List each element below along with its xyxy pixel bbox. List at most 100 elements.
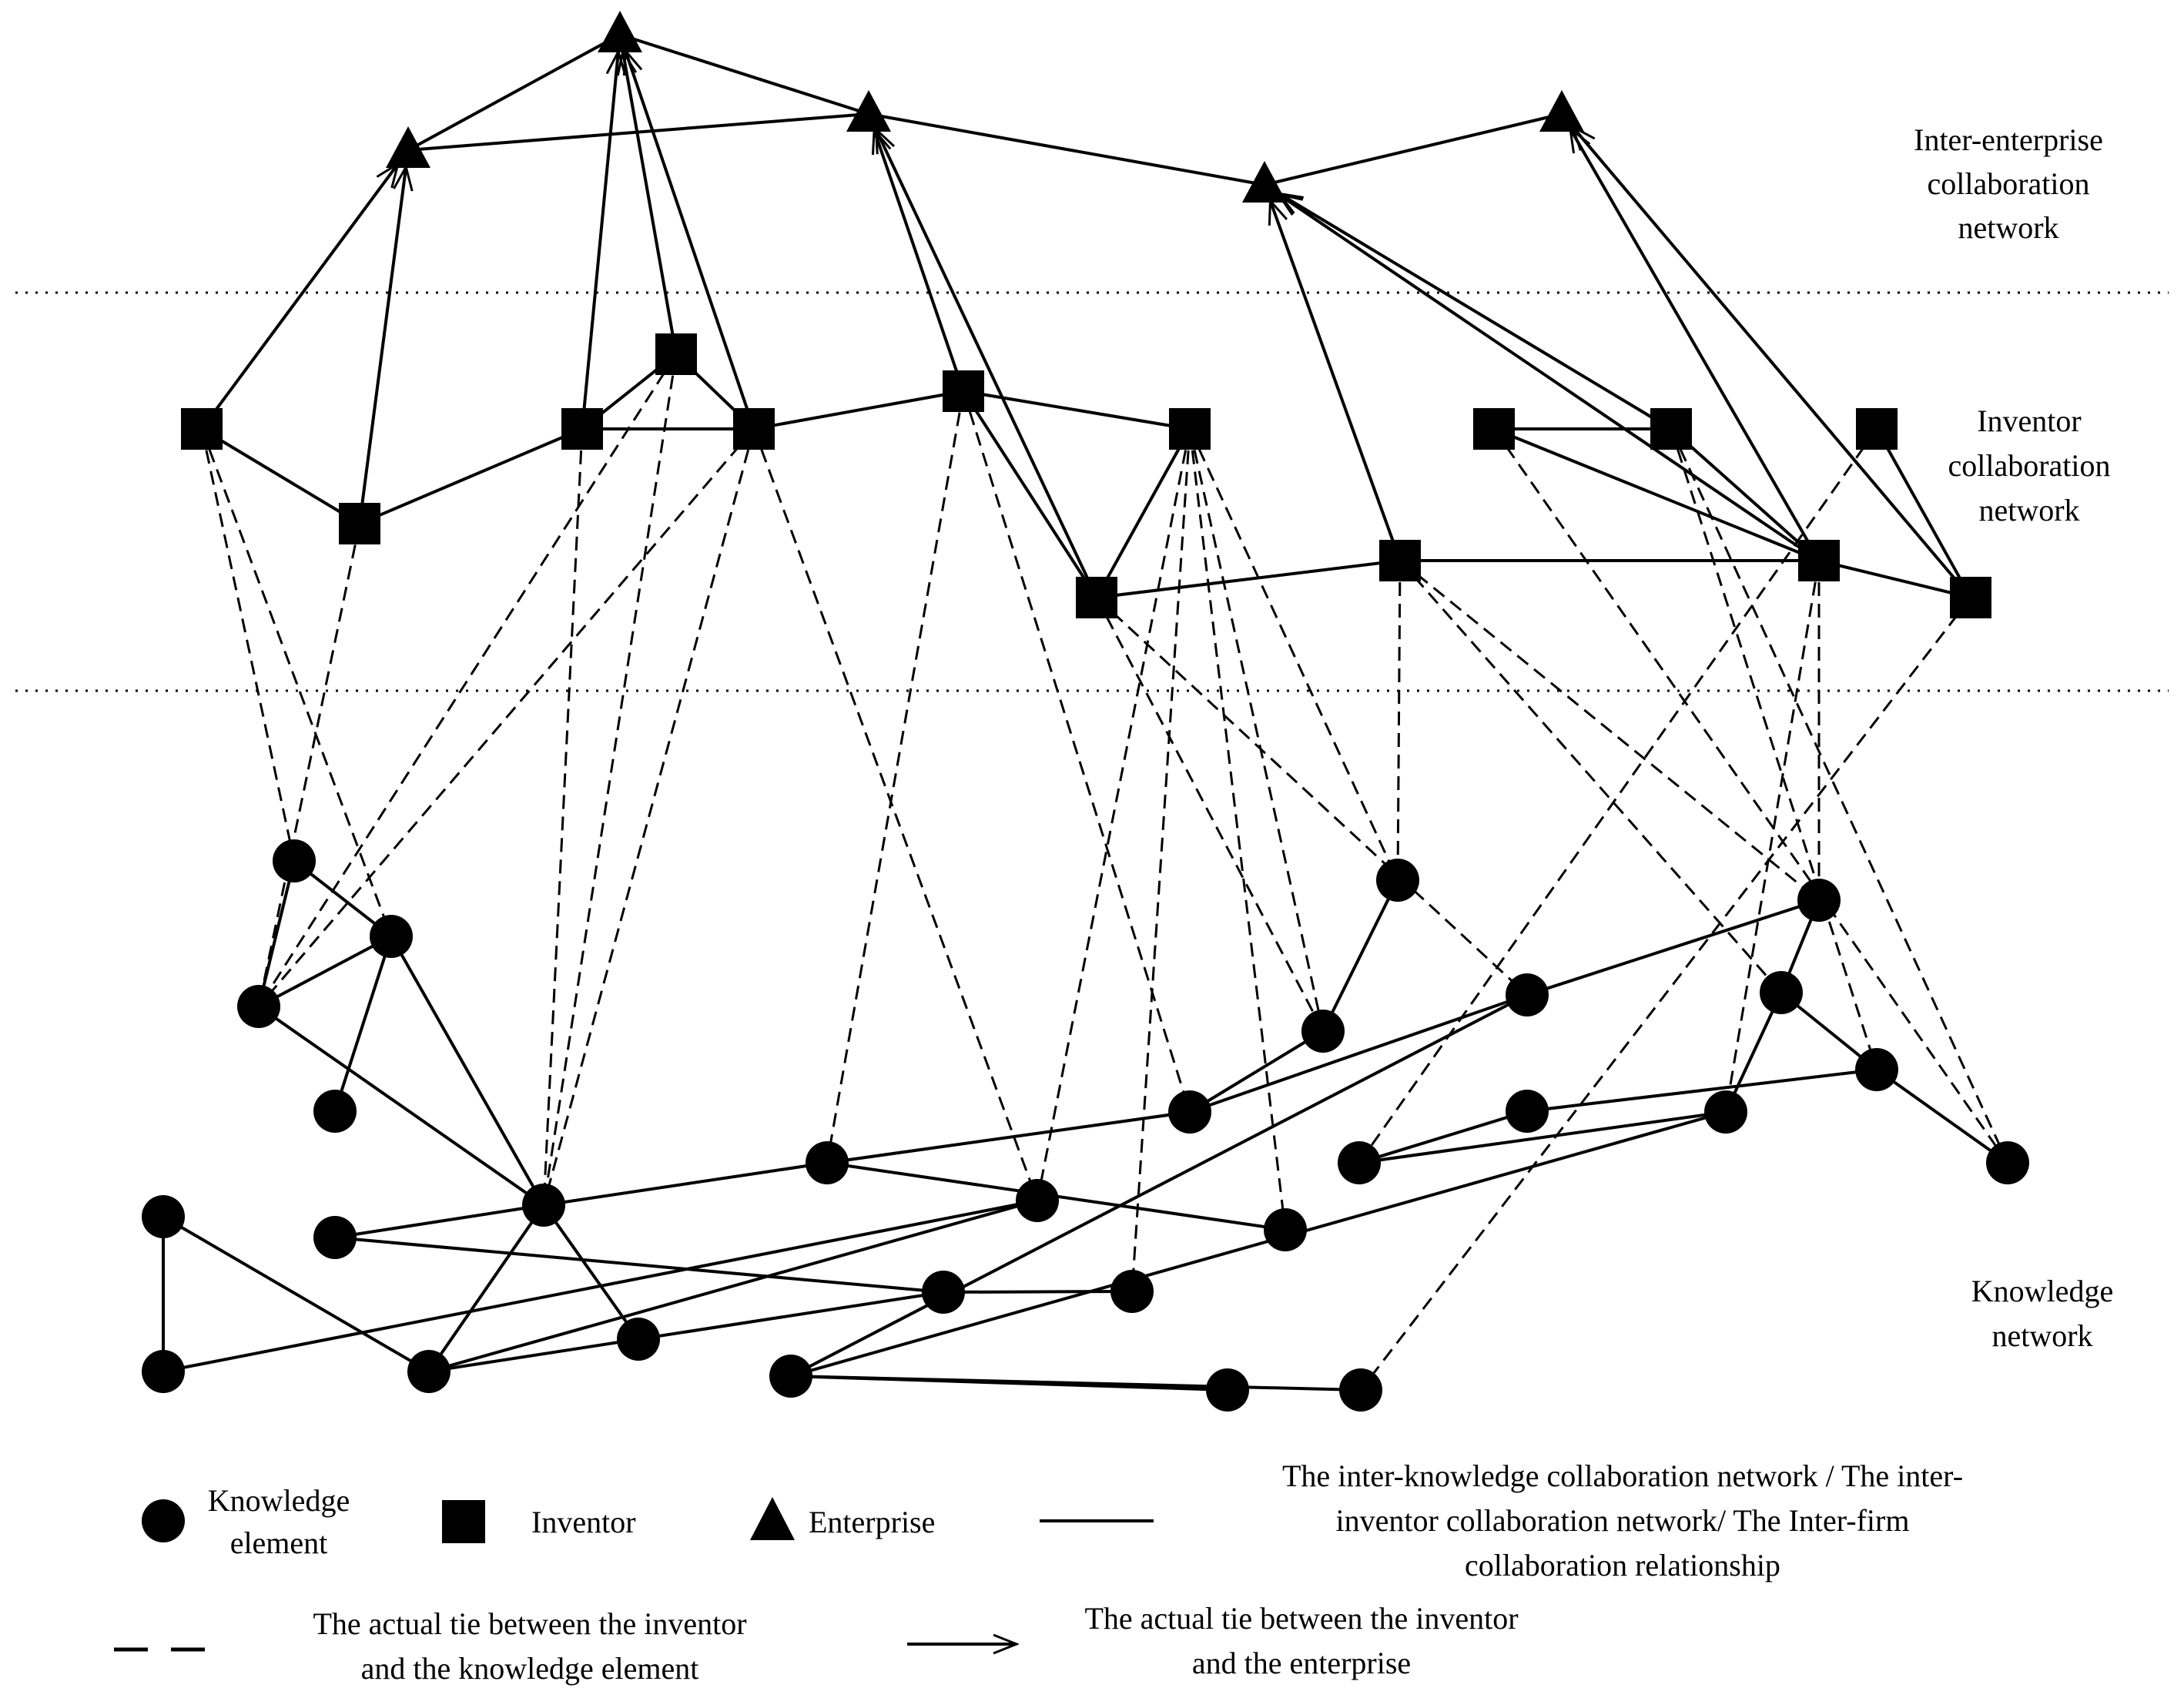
knowledge-collaboration-edge	[258, 935, 392, 1008]
inventor-node	[1169, 408, 1211, 450]
knowledge-element-node	[1986, 1141, 2029, 1184]
inventor-knowledge-tie	[1131, 428, 1191, 1292]
inventor-knowledge-tie	[752, 428, 1039, 1201]
label-line: collaboration	[1948, 448, 2110, 483]
knowledge-collaboration-edge	[826, 1110, 1191, 1164]
inventor-node	[1076, 577, 1117, 618]
inventor-node	[339, 503, 380, 544]
inventor-node	[733, 408, 775, 450]
knowledge-collaboration-edge	[162, 1199, 1038, 1373]
inventor-knowledge-tie	[200, 428, 296, 862]
knowledge-element-node	[1797, 879, 1841, 922]
inventor-knowledge-tie	[1670, 428, 1878, 1070]
knowledge-element-node	[806, 1141, 849, 1184]
inventor-knowledge-tie	[1492, 428, 2009, 1164]
knowledge-collaboration-edge	[390, 936, 545, 1206]
inventor-knowledge-tie	[1358, 428, 1878, 1164]
knowledge-collaboration-edge	[790, 1375, 1362, 1392]
knowledge-collaboration-edge	[1724, 992, 1783, 1113]
knowledge-element-node	[313, 1216, 357, 1259]
knowledge-collaboration-edge	[1875, 1068, 2009, 1164]
knowledge-element-node	[142, 1350, 185, 1393]
inventor-collaboration-edge	[963, 390, 1191, 430]
legend-solid-label: collaboration relationship	[1465, 1548, 1780, 1582]
inventor-node	[181, 408, 223, 450]
inventor-collaboration-edge	[962, 390, 1098, 599]
inventor-node	[1473, 408, 1515, 450]
inventor-knowledge-tie	[1095, 597, 1325, 1032]
knowledge-element-node	[1339, 1368, 1382, 1412]
knowledge-element-node	[1760, 971, 1803, 1014]
inventor-knowledge-tie	[1095, 596, 1529, 996]
inventor-knowledge-ties	[200, 353, 2009, 1391]
knowledge-collaboration-edge	[334, 1236, 944, 1294]
knowledge-collaboration-edge	[790, 1110, 1727, 1378]
inventor-knowledge-tie	[257, 353, 678, 1007]
inventor-node	[1650, 408, 1692, 450]
label-line: network	[1978, 493, 2079, 527]
inventor-layer-label: Inventor collaboration network	[1948, 404, 2110, 527]
inventor-node	[561, 408, 603, 450]
enterprise-node	[1539, 90, 1584, 132]
inventor-knowledge-tie	[1724, 560, 1821, 1113]
knowledge-element-node	[1301, 1010, 1345, 1053]
knowledge-collaboration-edge	[162, 1215, 430, 1373]
knowledge-element-node	[407, 1350, 451, 1393]
knowledge-element-node	[1264, 1208, 1307, 1251]
knowledge-collaboration-edge	[257, 860, 296, 1007]
knowledge-collaboration-edge	[1188, 1030, 1325, 1114]
knowledge-collaboration-edge	[1189, 993, 1528, 1114]
enterprise-layer-label: Inter-enterprise collaboration network	[1914, 122, 2103, 245]
inventor-node	[943, 370, 984, 412]
legend-arrow-label: and the enterprise	[1192, 1646, 1411, 1680]
legend-arrow-label: The actual tie between the inventor	[1084, 1601, 1518, 1636]
label-line: network	[1958, 210, 2058, 245]
knowledge-collaboration-edge	[543, 1161, 828, 1207]
label-line: collaboration	[1927, 166, 2089, 201]
inventor-enterprise-tie	[358, 167, 406, 524]
inventor-enterprise-tie	[1278, 194, 1821, 562]
legend-solid-label: inventor collaboration network/ The Inte…	[1336, 1503, 1910, 1538]
label-line: Knowledge	[1971, 1274, 2113, 1308]
knowledge-element-node	[237, 985, 280, 1028]
knowledge-element-node	[522, 1184, 565, 1227]
enterprise-collaboration-edge	[1264, 112, 1563, 186]
inventor-enterprise-tie	[1279, 193, 1673, 430]
inventor-collaboration-edge	[359, 427, 583, 525]
inventor-enterprise-tie	[581, 52, 618, 430]
legend-inventor-label: Inventor	[531, 1505, 636, 1539]
inventor-knowledge-tie	[200, 428, 393, 937]
inventor-knowledge-tie	[1398, 560, 1783, 993]
enterprise-node	[386, 126, 430, 168]
inventor-enterprise-tie	[625, 51, 755, 430]
knowledge-collaboration-edge	[1321, 879, 1399, 1032]
knowledge-layer-label: Knowledge network	[1971, 1274, 2113, 1353]
knowledge-element-node	[1016, 1179, 1059, 1222]
knowledge-element-node	[370, 915, 413, 958]
inventor-knowledge-tie	[1396, 560, 1402, 881]
label-line: Inter-enterprise	[1914, 122, 2103, 157]
label-line: Inventor	[1977, 404, 2082, 438]
knowledge-collaboration-edge	[427, 1204, 545, 1373]
knowledge-collaboration-edge	[1526, 899, 1820, 996]
inventor-knowledge-tie	[1188, 428, 1287, 1231]
inventor-node	[1798, 540, 1840, 581]
knowledge-element-node	[769, 1355, 812, 1398]
legend-knowledge-label: element	[230, 1526, 328, 1560]
knowledge-element-node	[1376, 859, 1419, 902]
enterprise-collaboration-edge	[407, 33, 621, 152]
knowledge-collaboration-edge	[943, 1290, 1133, 1294]
inventor-node	[655, 333, 697, 375]
knowledge-element-node	[617, 1318, 660, 1361]
inventor-collaboration-edge	[1493, 427, 1820, 562]
collaboration-edges	[162, 33, 2009, 1392]
inventor-knowledge-tie	[257, 428, 755, 1007]
nodes	[142, 11, 2029, 1412]
knowledge-collaboration-edge	[790, 993, 1528, 1378]
knowledge-element-node	[142, 1195, 185, 1238]
inventor-collaboration-edge	[200, 427, 361, 525]
legend-inventor-symbol	[442, 1500, 485, 1543]
inventor-enterprise-tie	[1570, 129, 1821, 561]
inventor-knowledge-tie	[1359, 597, 1972, 1391]
